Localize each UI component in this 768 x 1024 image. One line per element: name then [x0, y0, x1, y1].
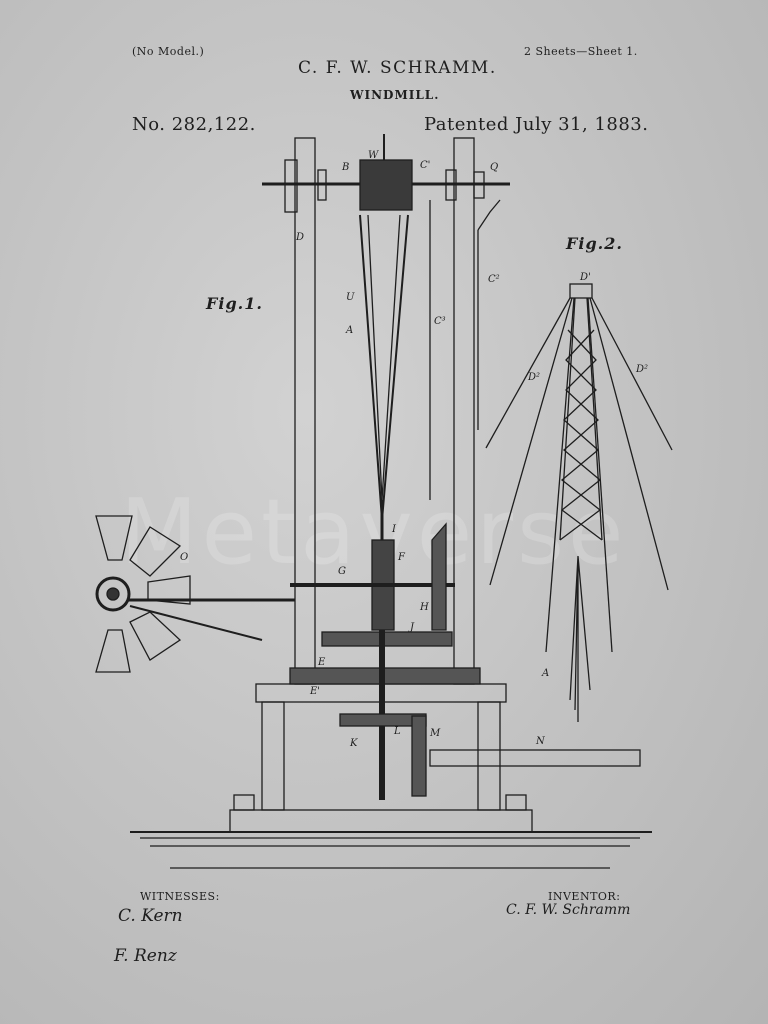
part-label: F [398, 552, 405, 563]
part-label: A [542, 668, 550, 679]
part-label: H [420, 602, 429, 613]
part-label: G [338, 566, 346, 577]
part-label: D² [528, 372, 541, 383]
part-label: Q [490, 162, 499, 173]
part-label: W [368, 150, 379, 161]
part-label: D² [636, 364, 649, 375]
part-label: B [342, 162, 350, 173]
part-label: C³ [434, 316, 446, 327]
part-label: D [296, 232, 305, 243]
part-label: E [318, 657, 326, 668]
part-label: L [394, 726, 401, 737]
part-label: I [392, 524, 396, 535]
inventor-name: C. F. W. SCHRAMM. [298, 58, 497, 78]
fig2-label: Fig.2. [566, 234, 623, 253]
part-label: A [346, 325, 354, 336]
witness-signature-1: C. Kern [118, 906, 183, 926]
part-label: D' [580, 272, 591, 283]
witness-signature-2: F. Renz [114, 946, 177, 966]
inventor-label: INVENTOR: [548, 890, 621, 903]
part-label: E' [310, 686, 321, 697]
part-label: J [410, 622, 415, 633]
witnesses-label: WITNESSES: [140, 890, 220, 903]
patent-date: Patented July 31, 1883. [424, 114, 649, 135]
part-label: K [350, 738, 358, 749]
part-label: M [430, 728, 441, 739]
part-label: C² [488, 274, 500, 285]
inventor-signature: C. F. W. Schramm [506, 902, 631, 918]
invention-title: WINDMILL. [350, 88, 440, 102]
fig1-label: Fig.1. [206, 294, 263, 313]
part-label: U [346, 292, 355, 303]
part-label: O [180, 552, 189, 563]
sheet-note: 2 Sheets—Sheet 1. [524, 45, 638, 58]
patent-number: No. 282,122. [132, 114, 256, 135]
model-note: (No Model.) [132, 45, 205, 58]
part-label: N [536, 736, 545, 747]
part-label: C' [420, 160, 431, 171]
